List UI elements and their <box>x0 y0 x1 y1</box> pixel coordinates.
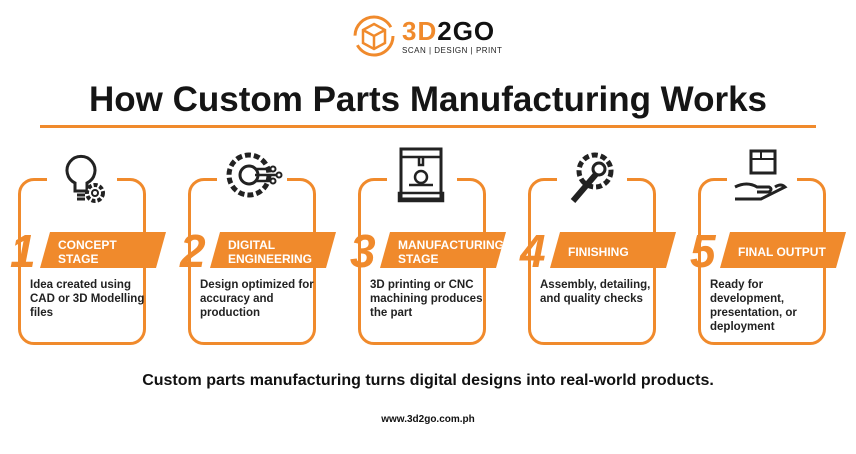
step-description: Idea created using CAD or 3D Modelling f… <box>30 279 145 319</box>
step-label: DIGITAL ENGINEERING <box>210 232 336 268</box>
step-label: FINISHING <box>550 232 676 268</box>
3d-printer-icon <box>397 147 445 203</box>
gear-circuit-icon <box>226 152 283 198</box>
step-label: FINAL OUTPUT <box>720 232 846 268</box>
step-description: Ready for development, presentation, or … <box>710 279 797 333</box>
step-number: 4 <box>520 225 546 277</box>
step-description: Assembly, detailing, and quality checks <box>540 279 651 305</box>
hand-box-icon <box>734 149 788 201</box>
website-link[interactable]: www.3d2go.com.ph <box>381 414 475 425</box>
brand-3d: 3D <box>402 15 438 46</box>
step-description: Design optimized for accuracy and produc… <box>200 279 314 319</box>
tagline: SCAN | DESIGN | PRINT <box>402 45 503 55</box>
brand-name: 3D2GO <box>402 18 502 44</box>
step-number: 3 <box>350 225 376 277</box>
brand-2go: 2GO <box>437 15 496 46</box>
step-number: 5 <box>690 225 716 277</box>
footer-caption: Custom parts manufacturing turns digital… <box>142 372 714 389</box>
step-label: CONCEPT STAGE <box>40 232 166 268</box>
card-border-gap <box>727 177 797 183</box>
gear-wrench-icon <box>570 152 614 203</box>
page-title: How Custom Parts Manufacturing Works <box>88 80 768 119</box>
lightbulb-gear-icon <box>65 154 105 203</box>
step-description: 3D printing or CNC machining produces th… <box>370 279 483 319</box>
logo: 3D2GO SCAN | DESIGN | PRINT <box>352 14 502 58</box>
logo-cube-icon <box>353 15 395 57</box>
step-number: 1 <box>10 225 36 277</box>
step-number: 2 <box>180 225 206 277</box>
title-underline <box>40 125 816 128</box>
step-card <box>188 152 316 345</box>
step-label: MANUFACTURING STAGE <box>380 232 506 268</box>
